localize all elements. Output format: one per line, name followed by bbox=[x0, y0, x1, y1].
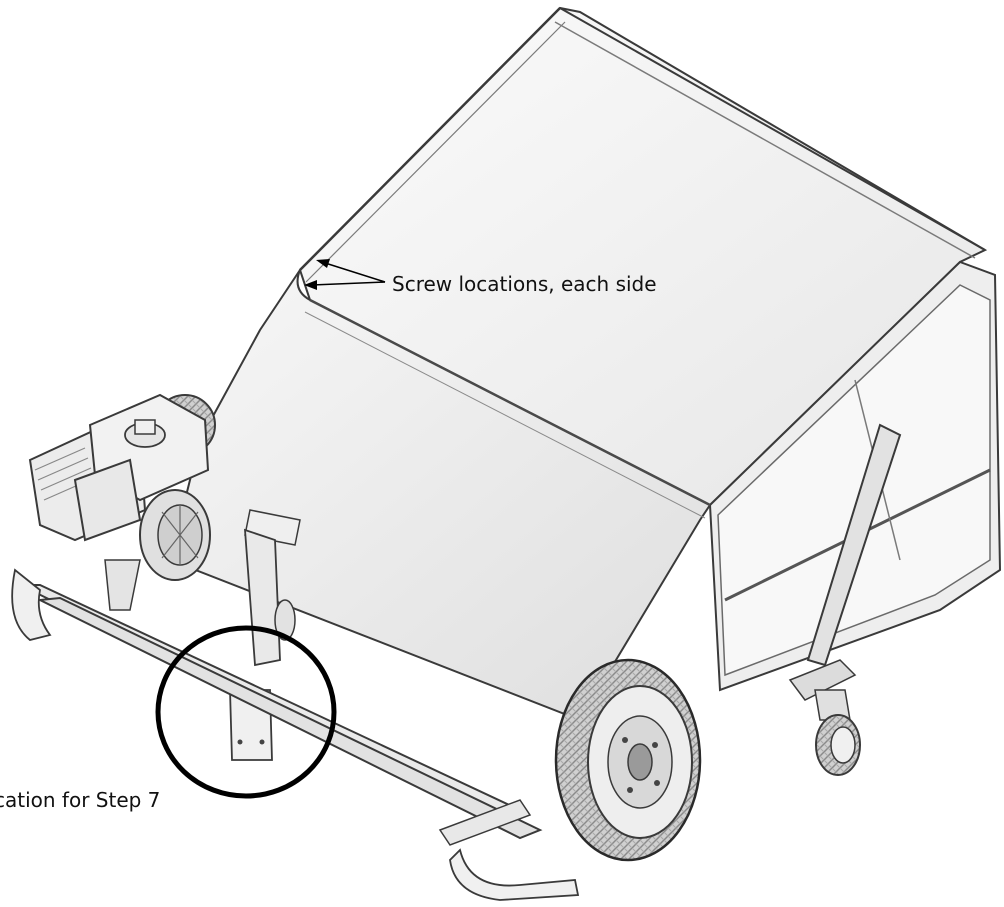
caster-wheel bbox=[814, 689, 861, 776]
tow-bar bbox=[11, 568, 580, 901]
handle-bar bbox=[788, 423, 902, 701]
step-location-label: cation for Step 7 bbox=[0, 788, 161, 812]
screw-callout-arrows bbox=[304, 259, 386, 290]
screw-locations-label: Screw locations, each side bbox=[392, 272, 657, 296]
hopper-front bbox=[168, 269, 712, 722]
step-callout-circle bbox=[155, 625, 337, 799]
engine bbox=[28, 393, 211, 611]
main-wheel bbox=[554, 658, 702, 862]
